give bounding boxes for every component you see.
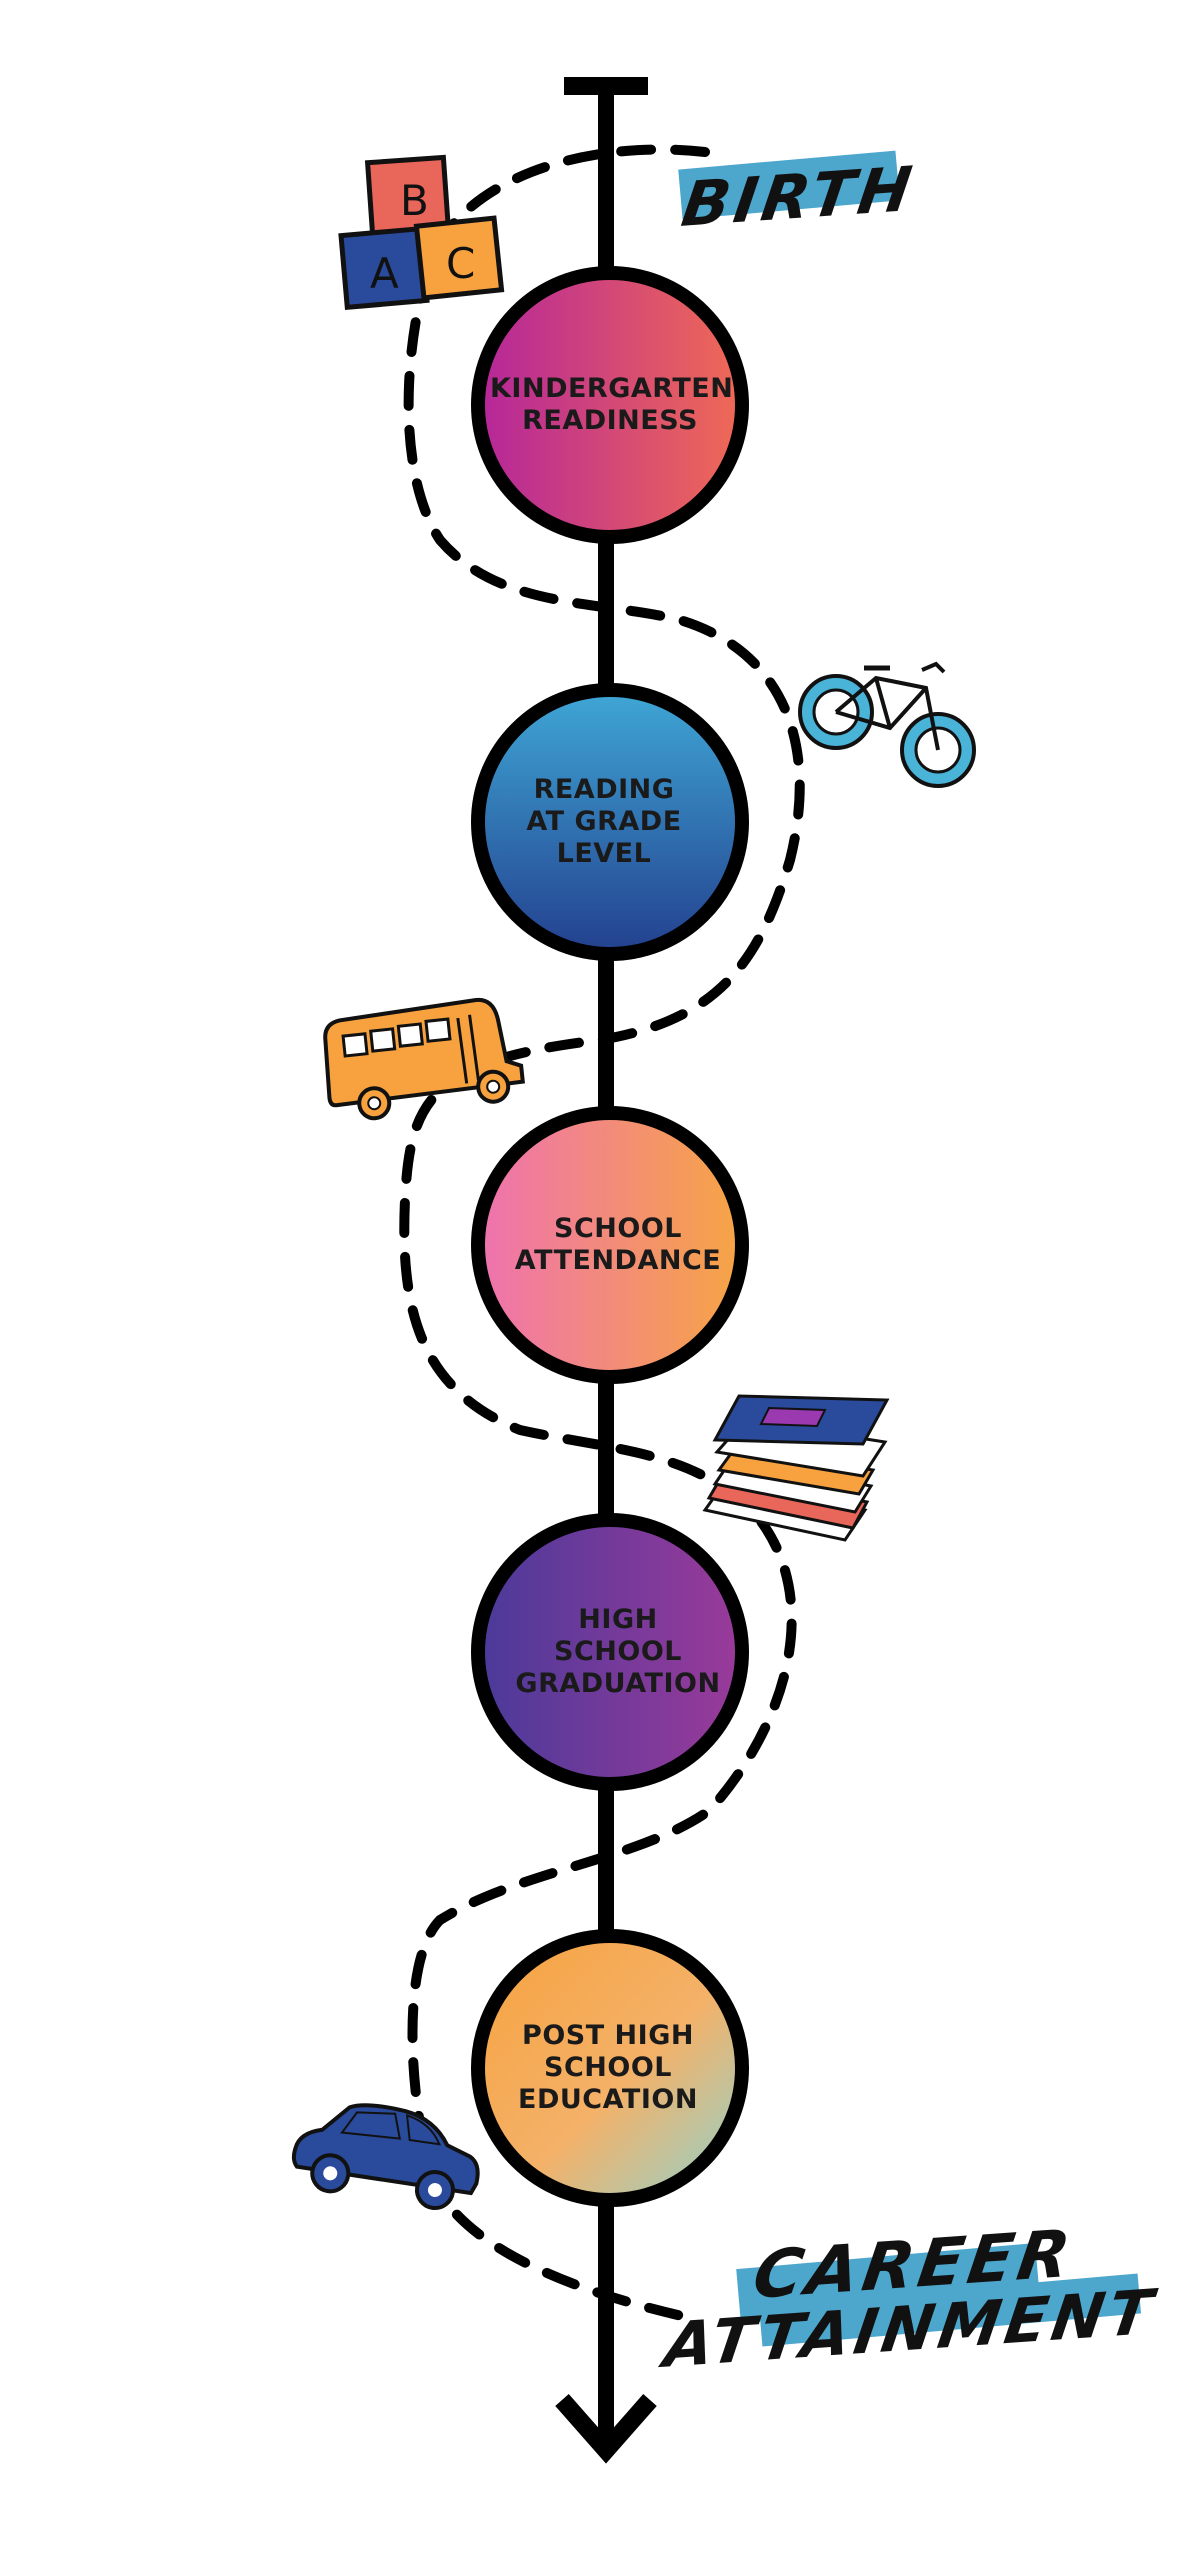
book-stack-icon xyxy=(702,1394,890,1542)
milestone-kindergarten-readiness xyxy=(471,266,749,544)
block-letter-c: C xyxy=(446,239,475,288)
milestone-label-high-school-graduation: HIGH SCHOOL GRADUATION xyxy=(515,1604,721,1699)
milestone-high-school-graduation xyxy=(471,1513,749,1791)
milestone-label-school-attendance: SCHOOL ATTENDANCE xyxy=(514,1213,722,1276)
milestone-label-kindergarten-readiness: KINDERGARTEN READINESS xyxy=(490,373,734,436)
milestone-school-attendance xyxy=(471,1106,749,1384)
bicycle-icon xyxy=(798,661,976,788)
milestone-label-post-high-school-education: POST HIGH SCHOOL EDUCATION xyxy=(518,2020,698,2115)
block-letter-b: B xyxy=(400,176,429,225)
abc-blocks-icon: B A C xyxy=(338,154,505,311)
milestone-post-high-school-education xyxy=(471,1929,749,2207)
winding-path xyxy=(399,144,805,2325)
car-icon xyxy=(291,2103,480,2211)
milestone-reading-at-grade-level xyxy=(471,683,749,961)
school-bus-icon xyxy=(323,997,526,1121)
timeline-arrowhead xyxy=(555,2394,657,2464)
block-letter-a: A xyxy=(370,249,399,298)
milestone-label-reading-at-grade-level: READING AT GRADE LEVEL xyxy=(526,774,682,869)
